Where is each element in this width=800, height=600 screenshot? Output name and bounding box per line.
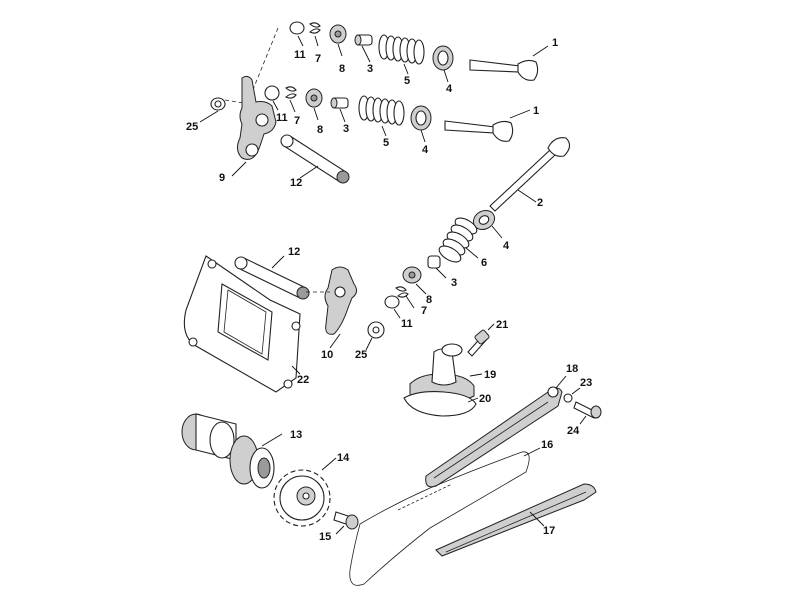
label-part-14: 14: [337, 452, 350, 464]
valve-spring-lower: [358, 95, 405, 126]
label-part-19: 19: [484, 369, 496, 381]
label-part-25: 25: [186, 121, 198, 133]
long-valve: [489, 137, 571, 212]
rocker-shaft-upper: [280, 134, 350, 184]
label-part-7: 7: [315, 53, 321, 65]
label-part-2: 2: [537, 197, 543, 209]
chain-guide: [435, 483, 597, 557]
label-part-3: 3: [451, 277, 457, 289]
upper-valve-row-1: [224, 21, 549, 105]
camshaft: [181, 413, 283, 489]
cylinder-head-gasket: [183, 255, 301, 393]
label-part-18: 18: [566, 363, 578, 375]
label-part-13: 13: [290, 429, 302, 441]
label-part-20: 20: [479, 393, 491, 405]
middle-valve-group: [384, 209, 503, 319]
label-part-21: 21: [496, 319, 508, 331]
washer-middle: [365, 321, 385, 351]
part-number-labels: 1 1 2 3 3 3 4 4 4 5 5 6 7 7 7 8 8 8 9 10…: [186, 37, 592, 543]
rocker-arm-upper: [231, 75, 277, 177]
label-part-8: 8: [317, 124, 323, 136]
rocker-shaft-middle: [234, 255, 310, 300]
label-part-7: 7: [421, 305, 427, 317]
label-part-5: 5: [383, 137, 389, 149]
upper-valve-row-2: [199, 85, 531, 143]
chain-tensioner: [403, 323, 495, 417]
label-part-24: 24: [567, 425, 580, 437]
label-part-8: 8: [426, 294, 432, 306]
label-part-17: 17: [543, 525, 555, 537]
label-part-23: 23: [580, 377, 592, 389]
label-part-1: 1: [552, 37, 558, 49]
label-part-7: 7: [294, 115, 300, 127]
timing-chain: [349, 447, 541, 586]
label-part-1: 1: [533, 105, 539, 117]
label-part-22: 22: [297, 374, 309, 386]
label-part-12: 12: [290, 177, 302, 189]
label-part-3: 3: [343, 123, 349, 135]
label-part-6: 6: [481, 257, 487, 269]
label-part-4: 4: [503, 240, 510, 252]
sprocket-bolt: [333, 511, 359, 535]
label-part-12: 12: [288, 246, 300, 258]
label-part-25: 25: [355, 349, 367, 361]
label-part-10: 10: [321, 349, 333, 361]
label-part-15: 15: [319, 531, 331, 543]
label-part-3: 3: [367, 63, 373, 75]
valve-spring-middle: [438, 217, 478, 263]
label-part-11: 11: [294, 49, 306, 61]
rocker-arm-middle: [306, 266, 358, 349]
tensioner-arm: [425, 375, 567, 488]
label-part-9: 9: [219, 172, 225, 184]
label-part-4: 4: [446, 83, 453, 95]
label-part-4: 4: [422, 144, 429, 156]
label-part-11: 11: [401, 318, 413, 330]
label-part-5: 5: [404, 75, 410, 87]
label-part-11: 11: [276, 112, 288, 124]
tensioner-pivot: [563, 387, 602, 425]
cam-sprocket: [273, 457, 337, 527]
label-part-16: 16: [541, 439, 553, 451]
valve-spring-upper: [378, 34, 425, 65]
label-part-8: 8: [339, 63, 345, 75]
